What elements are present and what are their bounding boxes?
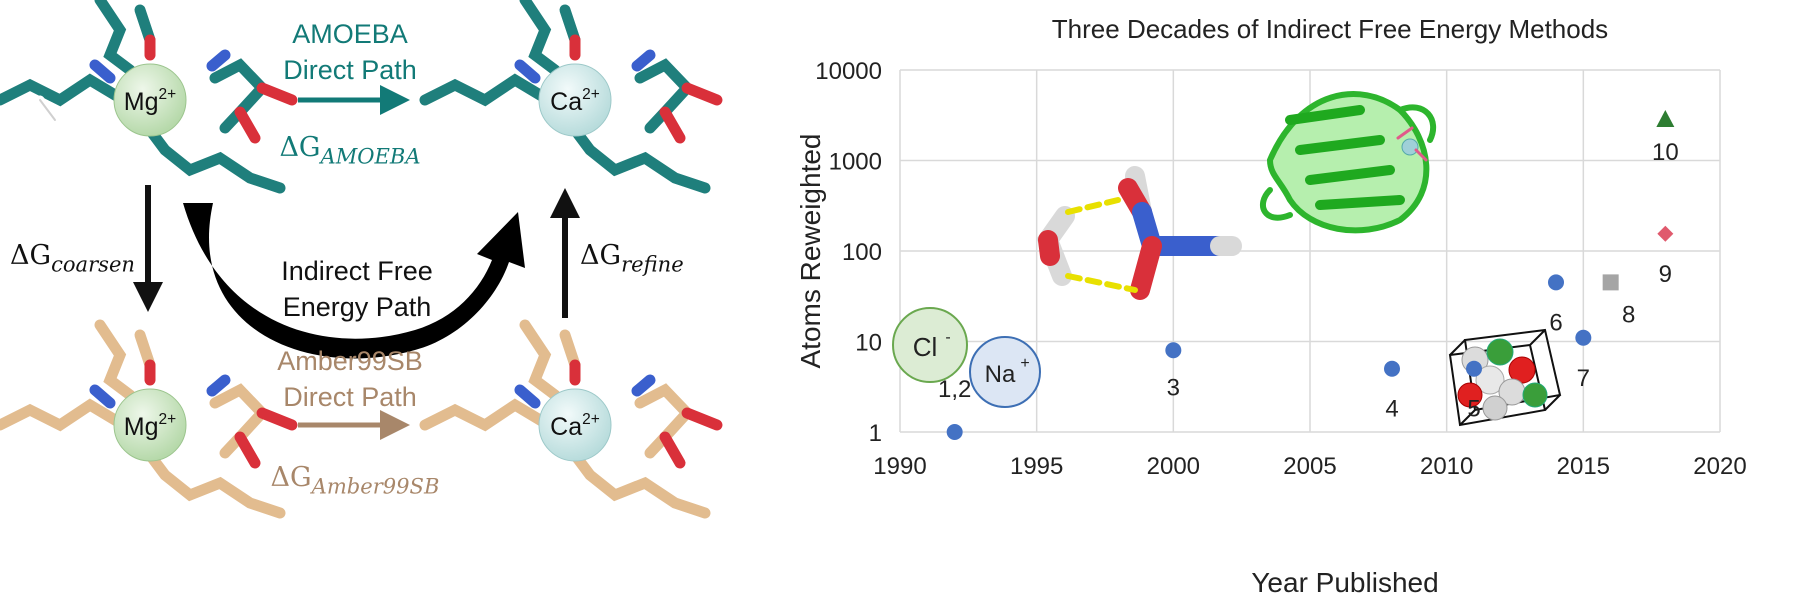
stick-model-bottom-left: [0, 319, 298, 519]
stick-model-bottom-right: [419, 319, 723, 519]
ion-symbol: Mg: [123, 412, 159, 441]
amoeba-dg-label: ΔGAMOEBA: [260, 132, 440, 169]
data-point-4: [1466, 360, 1482, 377]
amber-line1: Amber99SB: [277, 346, 423, 376]
chart-svg: Three Decades of Indirect Free Energy Me…: [795, 14, 1747, 598]
ca-ion-top-label: Ca2+: [543, 86, 607, 117]
free-energy-methods-chart: Three Decades of Indirect Free Energy Me…: [795, 0, 1800, 600]
ion-charge: 2+: [158, 86, 177, 103]
dg-subscript: coarsen: [51, 251, 135, 277]
dg-symbol: ΔG: [10, 240, 52, 271]
ion-symbol: Ca: [550, 87, 583, 116]
data-point-9: [1656, 110, 1675, 128]
na-ion-badge: Na +: [969, 336, 1041, 408]
na-ion-charge: +: [1020, 355, 1029, 372]
data-point-label: 6: [1549, 309, 1562, 336]
indirect-path-arrow: [183, 203, 525, 359]
ion-charge: 2+: [582, 86, 600, 103]
data-point-2: [1165, 342, 1182, 359]
data-point-6: [1575, 329, 1592, 346]
data-point-label: 7: [1577, 365, 1590, 392]
data-point-7: [1602, 274, 1619, 291]
mg-ion-bottom-sphere: [113, 388, 187, 462]
x-axis-title: Year Published: [1251, 567, 1438, 598]
coarsen-dg-label: ΔGcoarsen: [10, 240, 140, 277]
indirect-path-label: Indirect Free Energy Path: [262, 255, 452, 324]
na-ion-symbol: Na: [985, 361, 1016, 388]
y-tick-label: 100: [842, 239, 882, 266]
ca-ion-top-sphere: [538, 63, 612, 137]
mg-ion-top-sphere: [113, 63, 187, 137]
data-point-label: 8: [1622, 301, 1635, 328]
y-tick-label: 1: [869, 420, 882, 447]
cl-ion-charge: -: [945, 329, 950, 346]
x-tick-label: 2015: [1557, 453, 1610, 480]
data-point-label: 1,2: [938, 376, 971, 403]
ca-ion-bottom-label: Ca2+: [543, 411, 607, 442]
cyclic-molecule-box-inset: [1448, 328, 1562, 427]
y-tick-label: 1000: [829, 149, 882, 176]
water-formamide-dimer-inset: [1036, 166, 1242, 300]
stick-model-top-left: [0, 0, 298, 194]
dg-subscript: AMOEBA: [320, 143, 421, 169]
data-points: 1,2 3 4 5 6 7 89 10: [938, 110, 1679, 440]
ion-charge: 2+: [582, 411, 600, 428]
ion-symbol: Ca: [550, 412, 583, 441]
y-tick-label: 10: [855, 330, 882, 357]
data-point-5: [1548, 274, 1564, 291]
cl-ion-symbol: Cl: [913, 332, 938, 362]
cycle-graphics: [0, 0, 723, 519]
ion-charge: 2+: [158, 411, 177, 428]
amber-dg-label: ΔGAmber99SB: [255, 462, 455, 499]
dg-subscript: Amber99SB: [311, 473, 440, 499]
ca-ion-bottom-sphere: [538, 388, 612, 462]
chart-title: Three Decades of Indirect Free Energy Me…: [1052, 14, 1608, 44]
indirect-line1: Indirect Free: [281, 256, 433, 286]
axis-ticks: 1990 1995 2000 2005 2010 2015 2020 1 10 100 1000 10…: [815, 58, 1746, 480]
amber-path-label: Amber99SB Direct Path: [265, 345, 435, 414]
x-tick-label: 2000: [1147, 453, 1200, 480]
amber-line2: Direct Path: [283, 382, 417, 413]
x-tick-label: 1990: [873, 453, 926, 480]
x-tick-label: 1995: [1010, 453, 1063, 480]
mg-ion-bottom-label: Mg2+: [118, 411, 182, 442]
dg-symbol: ΔG: [580, 240, 622, 271]
amoeba-line2: Direct Path: [283, 55, 417, 86]
data-point-3: [1384, 360, 1400, 377]
x-tick-label: 2020: [1693, 453, 1746, 480]
dg-symbol: ΔG: [270, 462, 312, 493]
data-point-1: [946, 424, 963, 440]
indirect-line2: Energy Path: [282, 292, 432, 323]
dg-symbol: ΔG: [279, 132, 321, 163]
y-axis-title: Atoms Reweighted: [800, 133, 826, 368]
amoeba-path-label: AMOEBA Direct Path: [270, 18, 430, 87]
data-point-label: 9: [1659, 261, 1672, 288]
data-point-label: 5: [1467, 396, 1480, 423]
data-point-label: 3: [1167, 374, 1180, 401]
data-point-label: 4: [1385, 396, 1398, 423]
refine-dg-label: ΔGrefine: [580, 240, 710, 277]
data-point-8: [1657, 225, 1674, 242]
x-tick-label: 2005: [1283, 453, 1336, 480]
protein-cartoon-inset: [1259, 91, 1437, 234]
cl-ion-badge: Cl -: [892, 307, 968, 383]
mg-ion-top-label: Mg2+: [118, 86, 182, 117]
x-tick-label: 2010: [1420, 453, 1473, 480]
data-point-label: 10: [1652, 139, 1679, 166]
ion-symbol: Mg: [123, 87, 159, 116]
dg-subscript: refine: [621, 251, 684, 277]
y-tick-label: 10000: [815, 58, 882, 85]
thermodynamic-cycle-diagram: Mg2+ Ca2+ Mg2+ Ca2+ AMOEBA Direct Path Δ…: [0, 0, 800, 600]
amoeba-line1: AMOEBA: [292, 19, 408, 49]
